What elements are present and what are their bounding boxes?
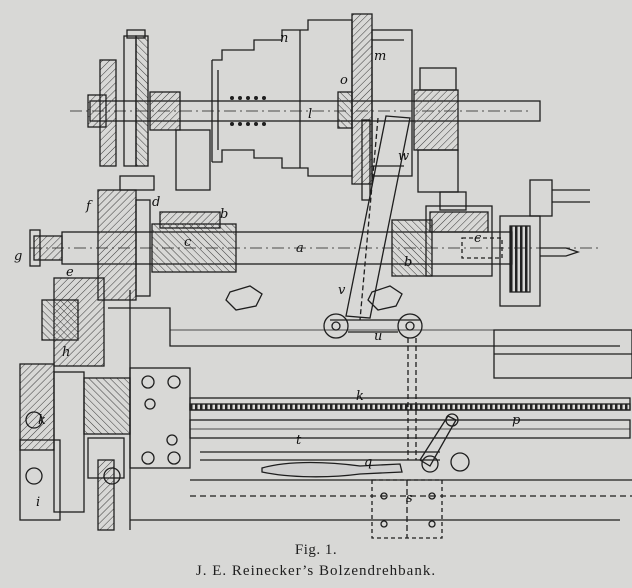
label-d: d <box>152 195 160 210</box>
label-i: i <box>36 495 40 510</box>
label-c: c <box>184 235 192 250</box>
upper-spindle-assembly <box>70 13 541 211</box>
label-u: u <box>374 329 382 344</box>
part-labels: a b b c c d e f g h i k k l m n o p q s … <box>14 31 521 510</box>
label-g: g <box>14 249 22 264</box>
label-k-left: k <box>38 413 46 428</box>
label-t: t <box>296 433 302 448</box>
label-w: w <box>398 149 409 164</box>
label-q: q <box>364 455 372 470</box>
label-b: b <box>220 207 228 222</box>
label-o: o <box>340 73 348 88</box>
label-l: l <box>308 107 312 122</box>
label-n: n <box>280 31 288 46</box>
label-c-right: c <box>474 231 482 246</box>
label-k: k <box>356 389 364 404</box>
work-spindle-assembly <box>29 175 600 311</box>
label-m: m <box>374 49 386 64</box>
label-e: e <box>66 265 74 280</box>
linkage <box>323 115 423 460</box>
lathe-drawing: a b b c c d e f g h i k k l m n o p q s … <box>14 13 632 539</box>
label-a: a <box>296 241 304 256</box>
label-s: s <box>406 491 413 506</box>
label-h: h <box>62 345 70 360</box>
lower-gearing <box>19 277 131 531</box>
figure-title: J. E. Reinecker’s Bolzendrehbank. <box>195 563 437 579</box>
label-p: p <box>512 413 521 428</box>
label-f: f <box>85 199 93 214</box>
label-v: v <box>338 283 346 298</box>
figure-number: Fig. 1. <box>294 542 338 558</box>
label-b-right: b <box>404 255 412 270</box>
bed-frame <box>108 290 632 539</box>
